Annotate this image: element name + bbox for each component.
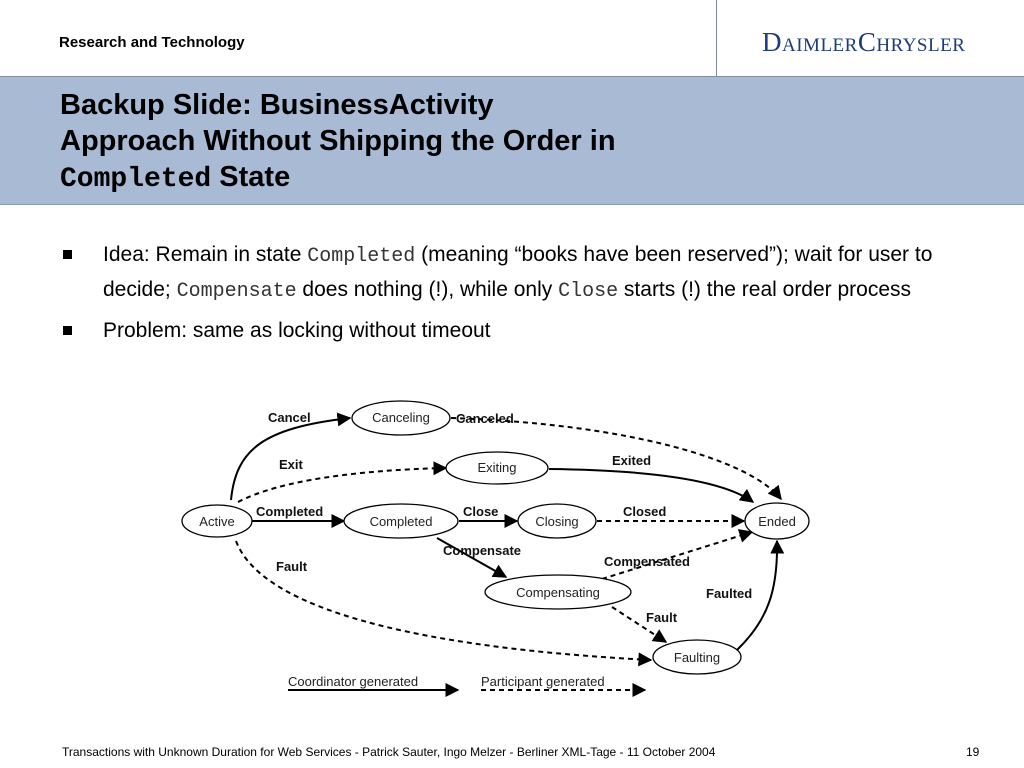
- label-close: Close: [463, 504, 498, 519]
- label-compensated: Compensated: [604, 554, 690, 569]
- state-closing-label: Closing: [535, 514, 578, 529]
- state-canceling-label: Canceling: [372, 410, 430, 425]
- bullet-marker: [63, 326, 72, 335]
- company-logo: DAIMLERCHRYSLER: [762, 27, 966, 57]
- edge-compensate: [436, 537, 508, 578]
- state-ended-label: Ended: [758, 514, 796, 529]
- title-line-2: Approach Without Shipping the Order in: [60, 125, 616, 157]
- state-active-label: Active: [199, 514, 234, 529]
- header-bar: [0, 0, 1024, 77]
- title-line-1: Backup Slide: BusinessActivity: [60, 89, 494, 121]
- department-label: Research and Technology: [59, 34, 245, 51]
- bullet-marker: [63, 250, 72, 259]
- state-exiting: [445, 451, 549, 485]
- edge-exit: [237, 461, 448, 503]
- label-exit: Exit: [279, 457, 304, 472]
- state-canceling: [351, 400, 451, 436]
- state-compensating-label: Compensating: [516, 585, 600, 600]
- state-ended: [744, 502, 810, 540]
- state-exiting-label: Exiting: [477, 460, 516, 475]
- state-active: [181, 504, 253, 538]
- label-exited: Exited: [612, 453, 651, 468]
- page-number: 19: [966, 745, 980, 759]
- edge-fault-compensating: [611, 606, 668, 643]
- state-faulting: [652, 639, 742, 675]
- slide-title: Backup Slide: BusinessActivity Approach …: [60, 87, 616, 198]
- edge-compensated: [601, 529, 754, 580]
- label-fault-compensating: Fault: [646, 610, 678, 625]
- state-completed: [343, 503, 459, 539]
- footer-text: Transactions with Unknown Duration for W…: [62, 745, 716, 759]
- header-divider: [716, 0, 717, 76]
- title-state-word: State: [219, 161, 291, 193]
- edge-fault: [235, 540, 653, 667]
- label-canceled: Canceled: [456, 411, 514, 426]
- label-closed: Closed: [623, 504, 666, 519]
- legend-coordinator-label: Coordinator generated: [288, 674, 418, 689]
- edge-cancel: [230, 412, 352, 501]
- bullet-idea: Idea: Remain in state Completed (meaning…: [60, 238, 995, 308]
- title-code: Completed: [60, 164, 212, 195]
- title-line-3: Completed State: [60, 159, 616, 198]
- bullet-problem: Problem: same as locking without timeout: [60, 314, 995, 347]
- bullet-list: Idea: Remain in state Completed (meaning…: [60, 238, 995, 353]
- label-cancel: Cancel: [268, 410, 311, 425]
- label-completed: Completed: [256, 504, 323, 519]
- state-compensating: [484, 574, 632, 610]
- legend-participant-label: Participant generated: [481, 674, 605, 689]
- code-completed: Completed: [307, 245, 416, 268]
- code-close: Close: [558, 280, 619, 303]
- edge-canceled: [450, 417, 782, 501]
- label-fault: Fault: [276, 559, 308, 574]
- code-compensate: Compensate: [176, 280, 297, 303]
- edge-exited: [548, 468, 755, 503]
- label-compensate: Compensate: [443, 543, 521, 558]
- state-faulting-label: Faulting: [674, 650, 720, 665]
- title-band: [0, 77, 1024, 205]
- state-closing: [517, 503, 597, 539]
- label-faulted: Faulted: [706, 586, 752, 601]
- edge-faulted: [736, 539, 785, 651]
- state-completed-label: Completed: [370, 514, 433, 529]
